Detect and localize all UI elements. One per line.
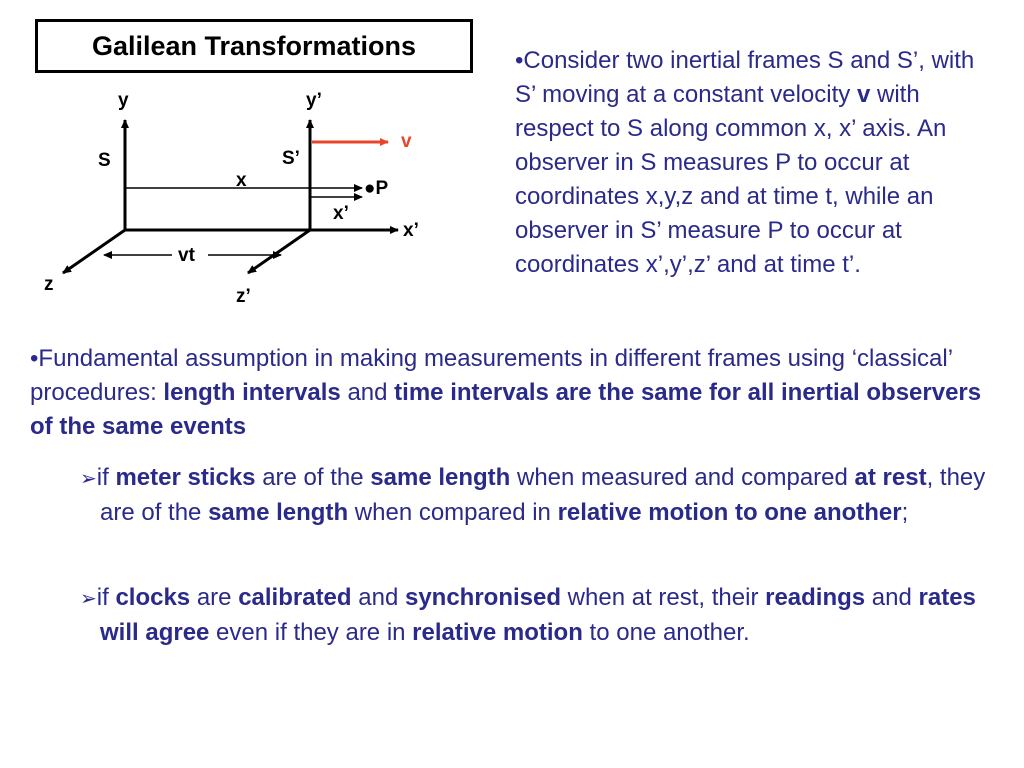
p2-t5: and: [865, 584, 919, 611]
meter-sticks-point: ➢if meter sticks are of the same length …: [80, 461, 1000, 530]
point-p-label: ●P: [364, 178, 388, 199]
arrow-bullet-icon: ➢: [80, 588, 97, 610]
title-text: Galilean Transformations: [91, 30, 417, 61]
p2-b5: rates will agree: [100, 584, 976, 646]
assumption-text-2: and: [340, 379, 395, 406]
p1-b5: relative motion to one another: [557, 499, 902, 526]
s-z-label: z: [44, 274, 54, 295]
reference-frames-diagram: y S z y’ S’ x’ z’ v x x’ ●P vt: [44, 90, 419, 307]
p1-t1: if: [96, 464, 116, 491]
assumption-text-1: •Fundamental assumption in making measur…: [30, 345, 953, 406]
s-prime-frame-label: S’: [282, 148, 300, 169]
s-prime-z-axis: [247, 228, 311, 275]
p2-b2: calibrated: [238, 584, 352, 611]
p2-b6: relative motion: [412, 619, 583, 646]
s-y-label: y: [118, 90, 129, 111]
x-prime-label: x’: [333, 203, 349, 224]
clocks-point: ➢if clocks are calibrated and synchronis…: [80, 581, 1000, 650]
p2-t1: if: [96, 584, 116, 611]
s-frame-label: S: [98, 150, 111, 171]
p2-t4: when at rest, their: [561, 584, 766, 611]
p2-t3: and: [351, 584, 405, 611]
velocity-label: v: [401, 131, 412, 152]
p2-b3: synchronised: [404, 584, 562, 611]
x-label: x: [236, 170, 247, 191]
intro-text-2: with respect to S along common x, x’ axi…: [515, 81, 947, 278]
assumption-bold-1: length intervals: [163, 379, 341, 406]
p2-t6: even if they are in: [209, 619, 413, 646]
p2-t7: to one another.: [582, 619, 750, 646]
p1-t3: when measured and compared: [510, 464, 855, 491]
intro-paragraph: •Consider two inertial frames S and S’, …: [515, 44, 985, 282]
slide-title: Galilean Transformations: [35, 19, 473, 73]
arrow-bullet-icon: ➢: [80, 468, 97, 490]
p1-t5: when compared in: [348, 499, 558, 526]
p1-b1: meter sticks: [115, 464, 256, 491]
p1-b2: same length: [370, 464, 511, 491]
p2-t2: are: [190, 584, 239, 611]
p1-b3: at rest: [854, 464, 927, 491]
intro-bold-v: v: [856, 81, 871, 108]
s-prime-y-label: y’: [306, 90, 322, 111]
p2-b1: clocks: [115, 584, 191, 611]
p1-t6: ;: [901, 499, 909, 526]
vt-label: vt: [178, 245, 196, 266]
p2-b4: readings: [765, 584, 866, 611]
s-z-axis: [62, 228, 126, 275]
p1-t4: , they are of the: [100, 464, 986, 526]
assumption-paragraph: •Fundamental assumption in making measur…: [30, 342, 990, 444]
s-prime-z-label: z’: [236, 286, 251, 307]
assumption-bold-2: time intervals are the same for all iner…: [30, 379, 982, 440]
p1-b4: same length: [208, 499, 349, 526]
intro-text-1: •Consider two inertial frames S and S’, …: [515, 47, 975, 108]
s-prime-x-label: x’: [403, 220, 419, 241]
p1-t2: are of the: [255, 464, 371, 491]
